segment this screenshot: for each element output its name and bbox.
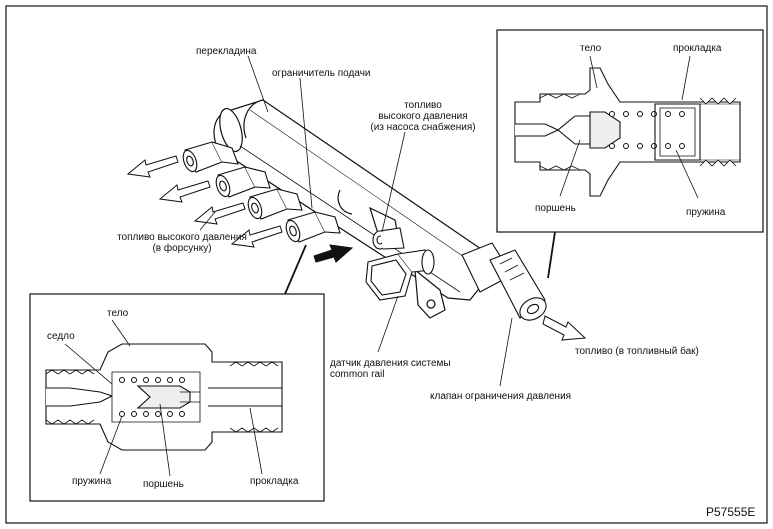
label-rail-pressure-sensor: датчик давления системы common rail — [330, 358, 451, 380]
label-hp-fuel-inj-line2: (в форсунку) — [152, 243, 212, 254]
label-bl-spring: пружина — [72, 476, 112, 487]
label-tr-piston: поршень — [535, 203, 576, 214]
label-tr-gasket: прокладка — [673, 43, 722, 54]
label-bl-body: тело — [107, 308, 129, 319]
inlet-arrow — [313, 244, 354, 263]
label-tr-spring: пружина — [686, 207, 726, 218]
outer-frame — [5, 5, 768, 524]
label-supply-limiter: ограничитель подачи — [272, 68, 371, 79]
return-arrow — [542, 315, 587, 341]
label-hp-fuel-pump-line1: топливо — [404, 100, 442, 111]
main-leaders — [199, 55, 513, 387]
label-hp-fuel-from-pump: топливо высокого давления (из насоса сна… — [358, 100, 488, 133]
label-perekladina: перекладина — [196, 46, 257, 57]
label-sensor-line1: датчик давления системы — [330, 358, 451, 369]
injector-arrows — [126, 155, 283, 248]
top-inset-leaders — [559, 55, 699, 199]
label-sensor-line2: common rail — [330, 369, 385, 380]
label-pressure-limiter-valve: клапан ограничения давления — [430, 391, 572, 402]
figure-code: P57555E — [706, 505, 756, 519]
label-hp-fuel-inj-line1: топливо высокого давления — [117, 232, 247, 243]
pressure-sensor — [365, 249, 435, 301]
label-bl-seat: седло — [47, 331, 75, 342]
label-tr-body: тело — [580, 43, 602, 54]
common-rail — [213, 99, 501, 319]
pressure-limiter-valve — [461, 242, 547, 321]
bottom-inset-leaders — [64, 319, 263, 477]
label-hp-fuel-pump-line3: (из насоса снабжения) — [370, 122, 476, 133]
label-bl-piston: поршень — [143, 479, 184, 490]
label-bl-gasket: прокладка — [250, 476, 299, 487]
top-inset-pointer — [547, 231, 556, 279]
injector-outlets — [182, 141, 405, 250]
bottom-inset-limiter — [45, 343, 283, 451]
label-hp-fuel-to-injector: топливо высокого давления (в форсунку) — [116, 232, 248, 254]
label-hp-fuel-pump-line2: высокого давления — [378, 111, 468, 122]
bottom-inset-pointer — [284, 244, 307, 295]
label-return-fuel: топливо (в топливный бак) — [575, 346, 699, 357]
